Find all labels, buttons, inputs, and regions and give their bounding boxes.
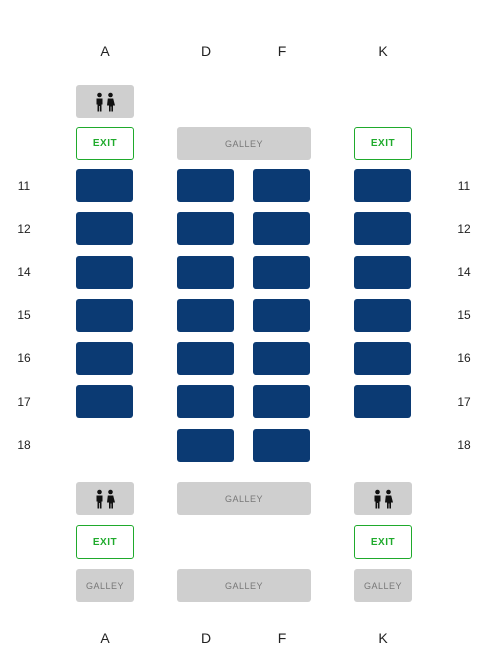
- exit-rear-left: EXIT: [76, 525, 134, 559]
- seat-11a[interactable]: [76, 169, 133, 202]
- row-label-16-left: 16: [17, 351, 31, 365]
- row-label-12-left: 12: [17, 222, 31, 236]
- seat-14f[interactable]: [253, 256, 310, 289]
- seat-15a[interactable]: [76, 299, 133, 332]
- seat-12d[interactable]: [177, 212, 234, 245]
- seat-12k[interactable]: [354, 212, 411, 245]
- row-label-17-right: 17: [457, 395, 471, 409]
- exit-front-right: EXIT: [354, 127, 412, 160]
- galley-label: GALLEY: [224, 580, 264, 591]
- galley-rear-center: GALLEY: [177, 569, 311, 602]
- row-label-17-left: 17: [17, 395, 31, 409]
- exit-rear-right: EXIT: [354, 525, 412, 559]
- seat-16f[interactable]: [253, 342, 310, 375]
- galley-label: GALLEY: [224, 138, 264, 149]
- seat-15d[interactable]: [177, 299, 234, 332]
- seat-17a[interactable]: [76, 385, 133, 418]
- seat-17d[interactable]: [177, 385, 234, 418]
- galley-label: GALLEY: [85, 580, 125, 591]
- galley-mid: GALLEY: [177, 482, 311, 515]
- seat-17f[interactable]: [253, 385, 310, 418]
- row-label-14-left: 14: [17, 265, 31, 279]
- seat-11f[interactable]: [253, 169, 310, 202]
- lavatory-front-left: [76, 85, 134, 118]
- seat-12f[interactable]: [253, 212, 310, 245]
- column-header-d-top: D: [200, 43, 212, 59]
- column-header-f-top: F: [277, 43, 287, 59]
- exit-label: EXIT: [92, 138, 118, 149]
- column-header-k-top: K: [378, 43, 388, 59]
- row-label-15-right: 15: [457, 308, 471, 322]
- seat-11k[interactable]: [354, 169, 411, 202]
- seat-16a[interactable]: [76, 342, 133, 375]
- galley-front: GALLEY: [177, 127, 311, 160]
- column-header-f-bottom: F: [277, 630, 287, 646]
- column-header-a-top: A: [100, 43, 110, 59]
- column-header-k-bottom: K: [378, 630, 388, 646]
- seat-18d[interactable]: [177, 429, 234, 462]
- galley-rear-right: GALLEY: [354, 569, 412, 602]
- seat-18f[interactable]: [253, 429, 310, 462]
- exit-front-left: EXIT: [76, 127, 134, 160]
- lavatory-icon: [94, 489, 116, 509]
- seat-15f[interactable]: [253, 299, 310, 332]
- seat-11d[interactable]: [177, 169, 234, 202]
- seat-16d[interactable]: [177, 342, 234, 375]
- lavatory-icon: [372, 489, 394, 509]
- seat-14k[interactable]: [354, 256, 411, 289]
- seat-16k[interactable]: [354, 342, 411, 375]
- seat-14a[interactable]: [76, 256, 133, 289]
- column-header-d-bottom: D: [200, 630, 212, 646]
- seat-17k[interactable]: [354, 385, 411, 418]
- seat-15k[interactable]: [354, 299, 411, 332]
- column-header-a-bottom: A: [100, 630, 110, 646]
- seat-14d[interactable]: [177, 256, 234, 289]
- seat-12a[interactable]: [76, 212, 133, 245]
- row-label-11-left: 11: [17, 179, 31, 193]
- exit-label: EXIT: [370, 138, 396, 149]
- row-label-18-right: 18: [457, 438, 471, 452]
- row-label-15-left: 15: [17, 308, 31, 322]
- lavatory-rear-left: [76, 482, 134, 515]
- row-label-14-right: 14: [457, 265, 471, 279]
- lavatory-rear-right: [354, 482, 412, 515]
- galley-rear-left: GALLEY: [76, 569, 134, 602]
- row-label-12-right: 12: [457, 222, 471, 236]
- row-label-18-left: 18: [17, 438, 31, 452]
- exit-label: EXIT: [92, 536, 118, 548]
- exit-label: EXIT: [370, 536, 396, 548]
- lavatory-icon: [94, 92, 116, 112]
- galley-label: GALLEY: [224, 493, 264, 504]
- row-label-11-right: 11: [457, 179, 471, 193]
- galley-label: GALLEY: [363, 580, 403, 591]
- row-label-16-right: 16: [457, 351, 471, 365]
